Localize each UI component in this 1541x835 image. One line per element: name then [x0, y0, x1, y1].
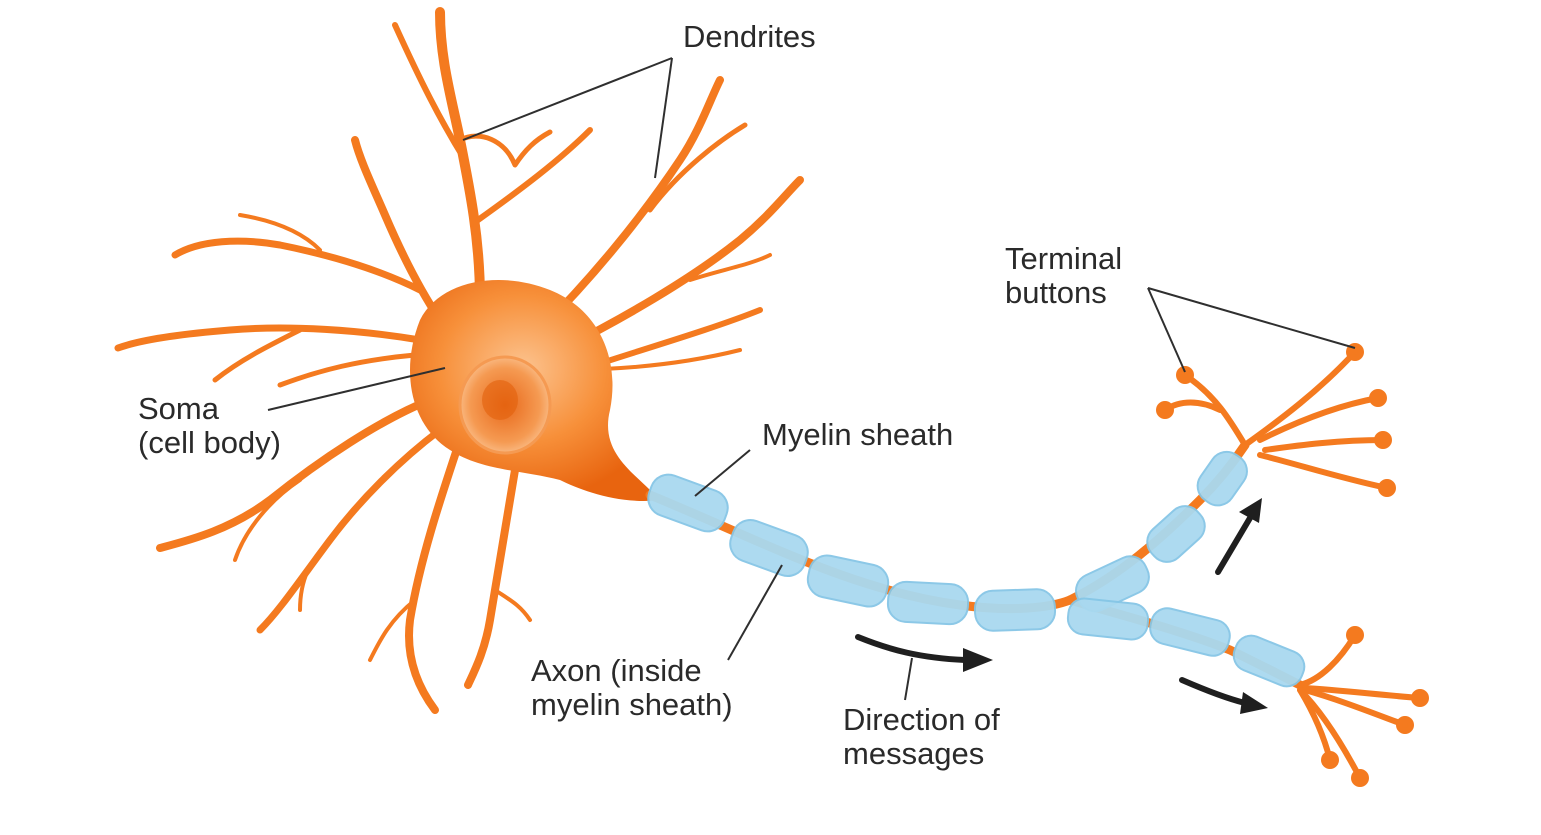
axon-line2: myelin sheath): [531, 687, 733, 722]
arrow-upper-branch: [1215, 515, 1253, 575]
axon-label: Axon (inside myelin sheath): [531, 654, 733, 722]
soma: [410, 280, 660, 501]
terminal-buttons-label: Terminal buttons: [1005, 242, 1122, 310]
dendrites-text: Dendrites: [683, 19, 816, 54]
dendrites-label: Dendrites: [683, 20, 816, 54]
direction-arrows: [855, 498, 1268, 714]
terminal-buttons: [1156, 343, 1429, 787]
soma-label: Soma (cell body): [138, 392, 281, 460]
dendrites: [114, 7, 804, 714]
direction-line1: Direction of: [843, 702, 1000, 737]
myelin-text: Myelin sheath: [762, 417, 954, 452]
terminal-line1: Terminal: [1005, 241, 1123, 276]
myelin-sheath-label: Myelin sheath: [762, 418, 953, 452]
direction-label: Direction of messages: [843, 703, 1000, 771]
terminal-line2: buttons: [1005, 275, 1107, 310]
soma-line2: (cell body): [138, 425, 281, 460]
axon-line1: Axon (inside: [531, 653, 702, 688]
arrow-lower-branch: [1179, 677, 1248, 706]
direction-line2: messages: [843, 736, 985, 771]
soma-line1: Soma: [138, 391, 219, 426]
myelin-sheath: [647, 450, 1306, 688]
leader-lines: [267, 57, 1356, 701]
arrow-lower-axon: [855, 634, 968, 663]
